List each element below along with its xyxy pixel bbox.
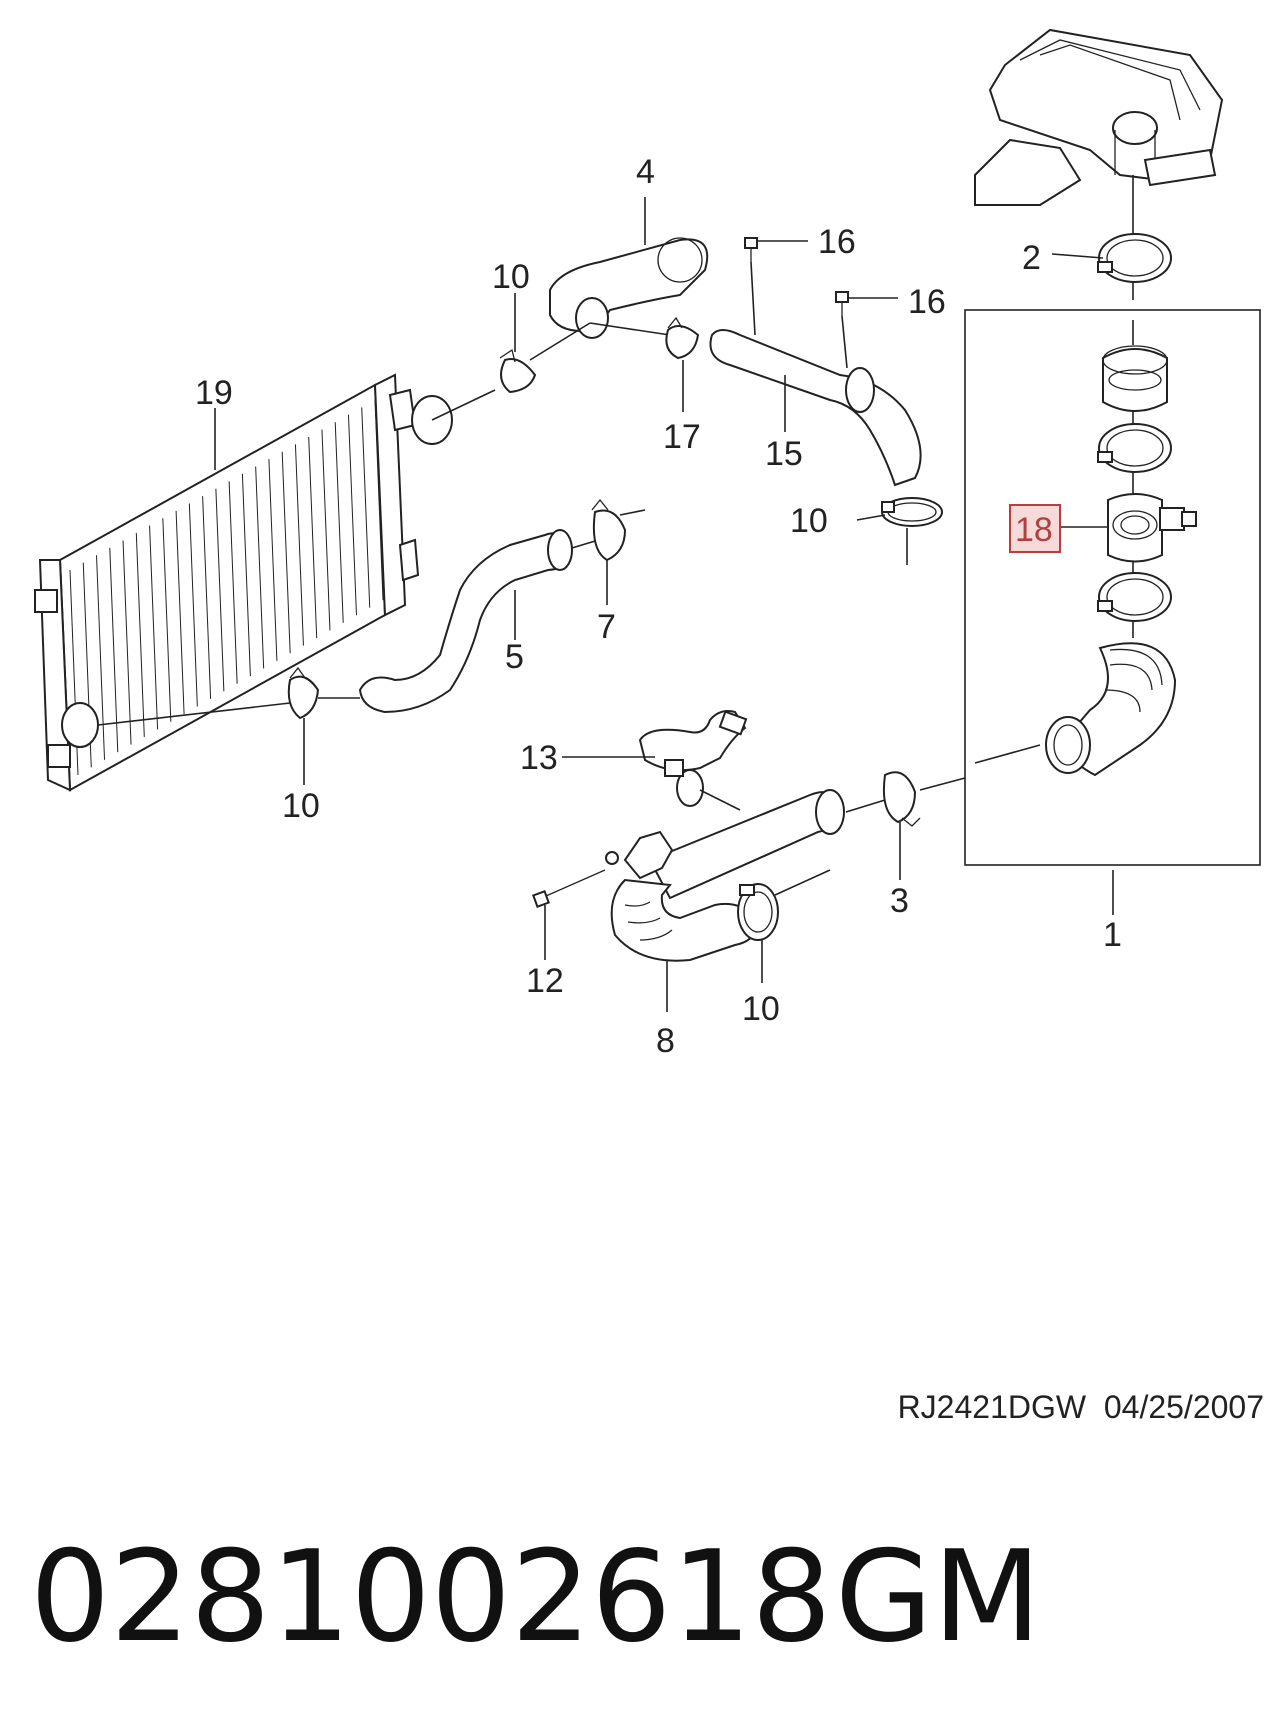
clamp-10-right [881, 497, 943, 527]
corrugated-inlet-duct [1045, 642, 1177, 777]
radiator-fin [308, 436, 318, 639]
radiator-fin [321, 429, 331, 631]
clamp-7 [591, 498, 627, 562]
callout-10-c: 10 [282, 787, 320, 825]
radiator-fin [122, 540, 132, 745]
callout-10-a: 10 [492, 258, 530, 296]
radiator-fin [135, 533, 145, 737]
callout-19: 19 [195, 374, 233, 412]
radiator-fin [228, 481, 238, 684]
radiator-fin [241, 473, 251, 677]
radiator-fin [109, 547, 119, 753]
radiator-fin [96, 555, 106, 760]
radiator-fin [149, 525, 159, 730]
radiator-fin [255, 466, 265, 669]
clamp-lower-maf [1097, 572, 1172, 622]
intercooler-radiator [34, 373, 453, 792]
bracket [605, 830, 674, 880]
bolt-16-b [835, 291, 849, 316]
callout-13: 13 [520, 739, 558, 777]
hose-13 [638, 710, 748, 807]
callout-12: 12 [526, 962, 564, 1000]
radiator-fin [347, 414, 357, 616]
radiator-fin [374, 399, 384, 601]
radiator-fin [188, 503, 198, 707]
coupling-sleeve [1102, 345, 1168, 412]
clamp-upper-maf [1097, 423, 1172, 473]
radiator-fin [361, 407, 371, 608]
brand-name: GM [835, 1523, 1041, 1670]
callout-5: 5 [505, 638, 524, 676]
callout-7: 7 [597, 608, 616, 646]
radiator-fin [281, 451, 291, 654]
bolt-12 [532, 869, 606, 908]
callout-15: 15 [765, 435, 803, 473]
callout-8: 8 [656, 1022, 675, 1060]
callout-18-highlight [1009, 504, 1061, 553]
maf-sensor [1107, 493, 1197, 563]
callout-4: 4 [636, 153, 655, 191]
radiator-fin [334, 422, 344, 623]
clamp-10-lower-right [737, 883, 779, 941]
hose-15 [709, 329, 922, 487]
radiator-fin [202, 496, 212, 699]
hose-5 [358, 529, 573, 714]
assembly-1-frame [964, 309, 1261, 866]
clamp-2 [1097, 233, 1172, 283]
callout-16-b: 16 [908, 283, 946, 321]
callout-10-d: 10 [742, 990, 780, 1028]
clamp-3 [882, 771, 921, 827]
radiator-fin [215, 488, 225, 692]
clamp-17 [665, 316, 700, 360]
clamp-10-upper [499, 348, 537, 394]
callout-1: 1 [1103, 916, 1122, 954]
callout-2: 2 [1022, 239, 1041, 277]
bolt-16-a [744, 237, 758, 262]
radiator-fin [175, 510, 185, 715]
callout-10-b: 10 [790, 502, 828, 540]
part-number: 0281002618 [30, 1523, 832, 1670]
radiator-fin [294, 444, 304, 646]
hose-4 [549, 237, 709, 339]
callout-17: 17 [663, 418, 701, 456]
pipe-3-tube [648, 789, 845, 900]
callout-18: 18 [1015, 511, 1053, 549]
air-filter-housing [974, 28, 1224, 206]
callout-16-a: 16 [818, 223, 856, 261]
callout-3: 3 [890, 882, 909, 920]
diagram-reference: RJ2421DGW 04/25/2007 [898, 1389, 1264, 1425]
radiator-fin [162, 518, 172, 722]
radiator-fin [268, 459, 278, 661]
clamp-10-lower [287, 666, 320, 720]
